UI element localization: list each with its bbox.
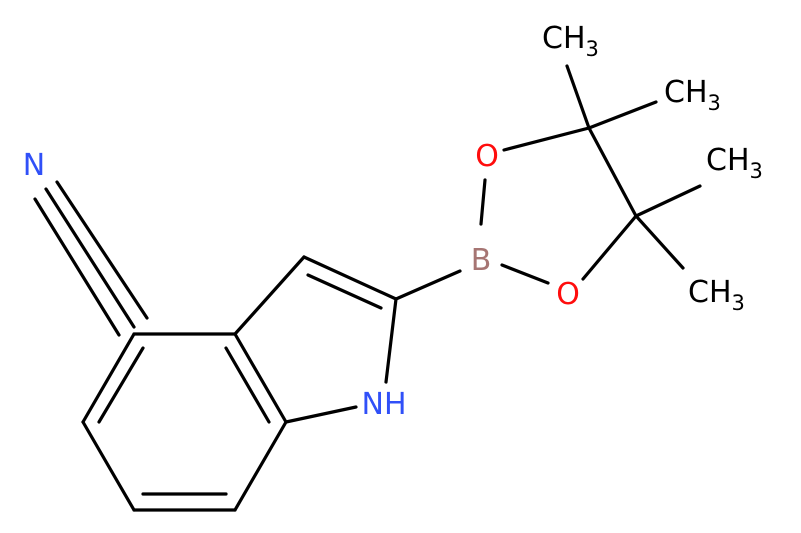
oxygen-top-label: O (475, 139, 499, 174)
methyl-2-label: CH3 (664, 75, 721, 115)
bond-nitrile-3 (55, 180, 149, 320)
bond-c2-b (394, 269, 462, 301)
bond-c-methyl-4 (634, 214, 685, 270)
bond-c7a-c3a-inner (224, 346, 271, 424)
methyl-3-label: CH3 (706, 143, 763, 183)
bond-c-methyl-2 (587, 100, 658, 130)
bond-n1-c7a (284, 405, 358, 424)
bond-c3a-c3 (233, 255, 306, 336)
bond-c-methyl-3 (634, 184, 702, 218)
boron-label: B (471, 243, 492, 278)
bond-b-o1 (479, 178, 487, 226)
bond-c7a-c3a (233, 332, 288, 424)
nitrile-nitrogen-label: N (23, 148, 45, 183)
nh-label: NH (362, 387, 407, 422)
methyl-4-label: CH3 (688, 275, 745, 315)
bond-c2-n1 (384, 297, 398, 384)
bond-c-c (587, 126, 638, 218)
bond-nitrile-1 (44, 187, 136, 329)
methyl-1-label: CH3 (542, 21, 599, 61)
bond-b-o2 (500, 263, 550, 285)
bond-c4-c5 (81, 332, 136, 424)
bond-c7-c7a (233, 420, 288, 512)
bonds (33, 64, 702, 512)
bond-nitrile-2 (33, 197, 121, 337)
oxygen-bottom-label: O (556, 277, 580, 312)
bond-c5-c6 (81, 420, 136, 512)
bond-c-methyl-1 (565, 64, 591, 130)
bond-o1-c (502, 126, 591, 152)
bond-c4-c5-inner (97, 346, 145, 424)
bond-o2-c (581, 214, 638, 281)
bond-c3-c2 (302, 255, 398, 301)
atom-labels: N NH B O O CH3 CH3 CH3 CH3 (23, 21, 763, 422)
bond-c3-c2-inner (306, 273, 383, 310)
